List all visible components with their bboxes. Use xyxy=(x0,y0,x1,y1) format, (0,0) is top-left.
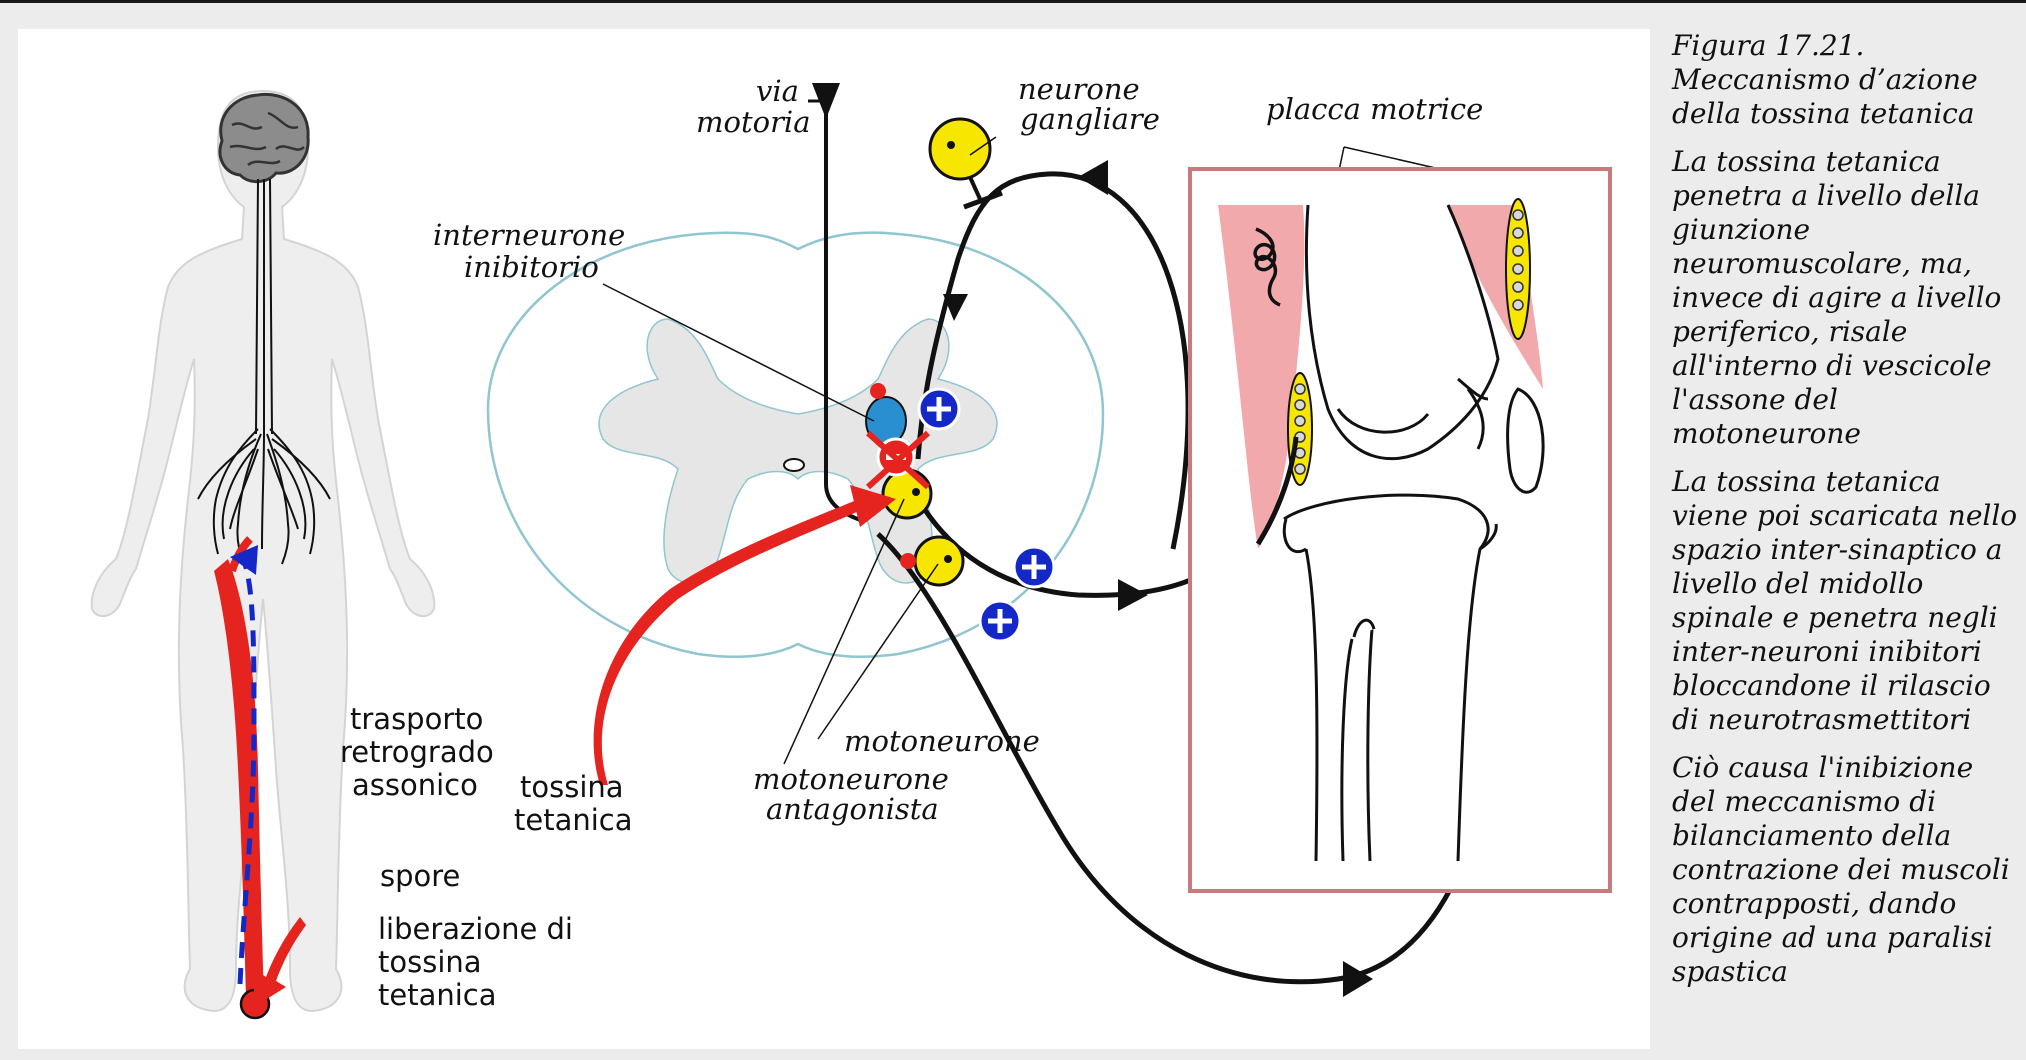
ganglion-neuron xyxy=(930,119,990,179)
transport-label-3: assonico xyxy=(352,768,478,802)
release-label-1: liberazione di xyxy=(378,912,573,946)
illustration-panel: trasporto retrogrado assonico spore libe… xyxy=(18,29,1650,1049)
figure-title: Meccanismo d’azione della tossina tetani… xyxy=(1672,63,1978,130)
toxin-label-1: tossina xyxy=(520,770,624,804)
efferent-arrowhead-1 xyxy=(1118,579,1148,611)
release-label-3: tetanica xyxy=(378,978,497,1012)
motoneuron-label: motoneurone xyxy=(844,724,1040,758)
antagonist-label-1: motoneurone xyxy=(753,762,949,796)
excitatory-plus-1 xyxy=(919,389,959,429)
ganglion-label-2: gangliare xyxy=(1020,102,1160,136)
transport-label-2: retrogrado xyxy=(340,735,494,769)
knee-illustration xyxy=(1190,169,1610,891)
motor-pathway-label-2: motoria xyxy=(696,105,811,139)
synapse-red-2 xyxy=(900,553,916,569)
figure-caption: Figura 17.21. Meccanismo d’azione della … xyxy=(1672,29,2020,1003)
spinal-cord-section xyxy=(488,233,1103,657)
figure-number: Figura 17.21. xyxy=(1672,29,1864,62)
excitatory-plus-3 xyxy=(980,601,1020,641)
central-canal xyxy=(784,459,804,471)
caption-paragraph-3: Ciò causa l'inibizione del meccanismo di… xyxy=(1672,751,2020,989)
synapse-red-1 xyxy=(870,383,886,399)
tetanus-diagram: trasporto retrogrado assonico spore libe… xyxy=(18,29,1650,1049)
interneuron-label-1: interneurone xyxy=(433,218,625,252)
brain xyxy=(220,94,308,181)
end-plate-label: placca motrice xyxy=(1266,92,1483,126)
caption-paragraph-1: La tossina tetanica penetra a livello de… xyxy=(1672,145,2020,451)
interneuron-label-2: inibitorio xyxy=(464,250,599,284)
antagonist-label-2: antagonista xyxy=(766,792,939,826)
toxin-label-2: tetanica xyxy=(514,803,633,837)
motoneuron xyxy=(883,470,931,518)
antagonist-motoneuron xyxy=(915,537,963,585)
sensory-arrowhead-1 xyxy=(1078,160,1108,195)
ganglion-label-1: neurone xyxy=(1018,72,1140,106)
efferent-arrowhead-2 xyxy=(1343,961,1373,997)
caption-paragraph-2: La tossina tetanica viene poi scaricata … xyxy=(1672,465,2020,737)
spore-label: spore xyxy=(380,859,460,893)
release-label-2: tossina xyxy=(378,945,482,979)
motor-pathway-label-1: via xyxy=(756,74,799,108)
transport-label-1: trasporto xyxy=(350,702,483,736)
excitatory-plus-2 xyxy=(1014,547,1054,587)
